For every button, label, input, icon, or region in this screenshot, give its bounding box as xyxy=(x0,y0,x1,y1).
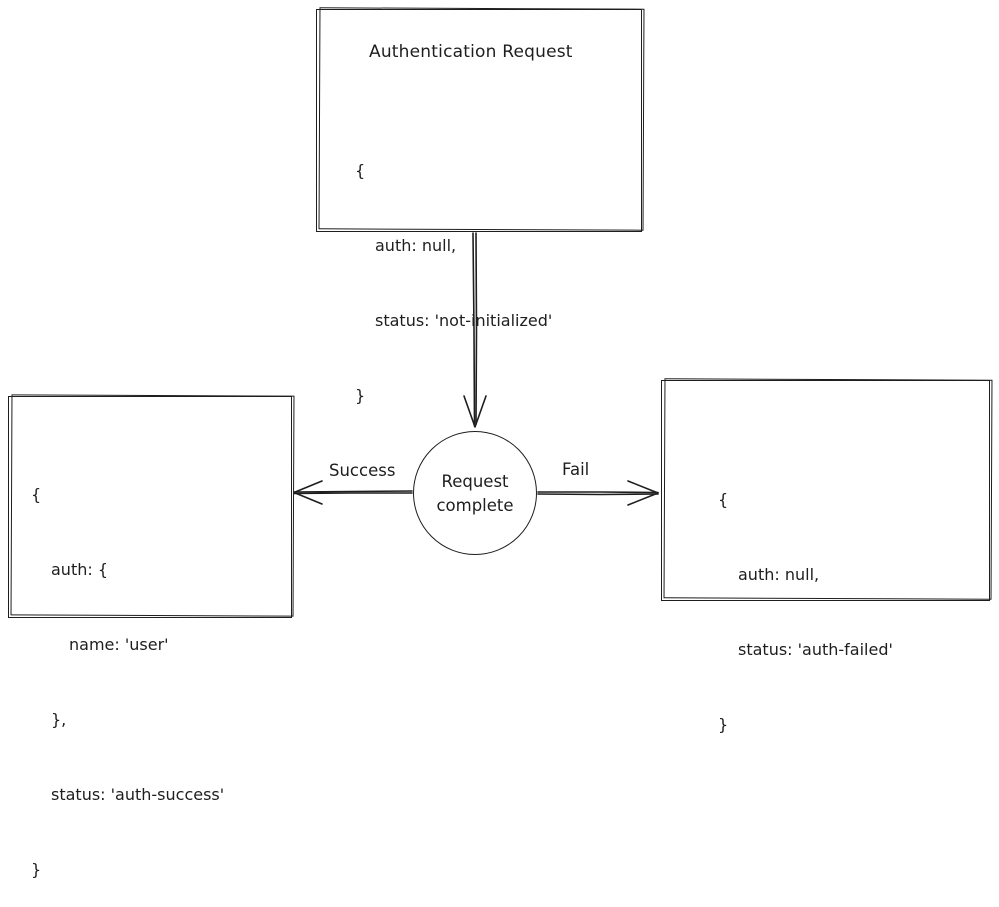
code-line: auth: { xyxy=(51,560,109,579)
request-complete-label-line: Request xyxy=(441,472,509,491)
code-line: name: 'user' xyxy=(69,635,169,654)
auth-success-state-code: { auth: { name: 'user' }, status: 'auth-… xyxy=(31,432,224,907)
request-complete-node xyxy=(413,431,537,555)
request-complete-label-line: complete xyxy=(436,496,514,515)
auth-failed-state-code: { auth: null, status: 'auth-failed' } xyxy=(718,437,893,762)
arrow-request-to-complete xyxy=(463,232,487,428)
code-line: auth: null, xyxy=(375,236,457,255)
auth-success-box xyxy=(8,396,292,618)
arrow-complete-to-success xyxy=(293,480,413,505)
code-line: } xyxy=(718,715,729,734)
code-line: { xyxy=(355,161,366,180)
code-line: }, xyxy=(51,710,67,729)
success-edge-label: Success xyxy=(329,461,396,480)
code-line: status: 'auth-success' xyxy=(51,785,225,804)
code-line: status: 'auth-failed' xyxy=(738,640,893,659)
auth-request-state-code: { auth: null, status: 'not-initialized' … xyxy=(355,108,552,433)
fail-edge-label: Fail xyxy=(562,460,590,479)
code-line: { xyxy=(718,490,729,509)
code-line: { xyxy=(31,485,42,504)
auth-request-title: Authentication Request xyxy=(369,42,573,62)
code-line: auth: null, xyxy=(738,565,820,584)
connectors-layer xyxy=(293,232,659,506)
arrow-complete-to-fail xyxy=(537,480,659,506)
code-line: } xyxy=(355,386,366,405)
request-complete-label: Request complete xyxy=(413,470,537,518)
auth-failed-box xyxy=(661,380,990,601)
code-line: status: 'not-initialized' xyxy=(375,311,553,330)
auth-request-box xyxy=(316,9,642,232)
code-line: } xyxy=(31,860,42,879)
